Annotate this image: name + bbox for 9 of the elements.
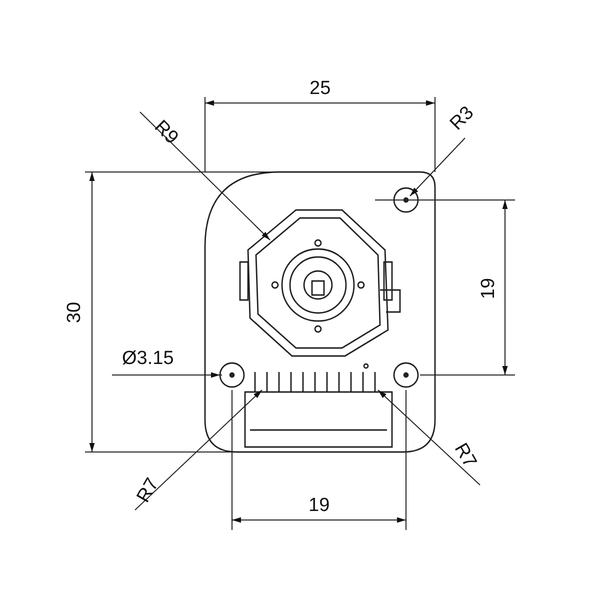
dimension-label: R9 <box>150 116 182 148</box>
dimension-label: R7 <box>134 474 162 506</box>
dimension-label: R7 <box>450 440 480 470</box>
dimension-label: 19 <box>308 496 330 514</box>
dimension-label: Ø3.15 <box>122 348 174 368</box>
dimension-label: R3 <box>446 102 478 134</box>
dimension-label: 25 <box>310 78 331 98</box>
dimension-label: 19 <box>478 277 498 299</box>
dimension-label: 30 <box>64 301 84 323</box>
